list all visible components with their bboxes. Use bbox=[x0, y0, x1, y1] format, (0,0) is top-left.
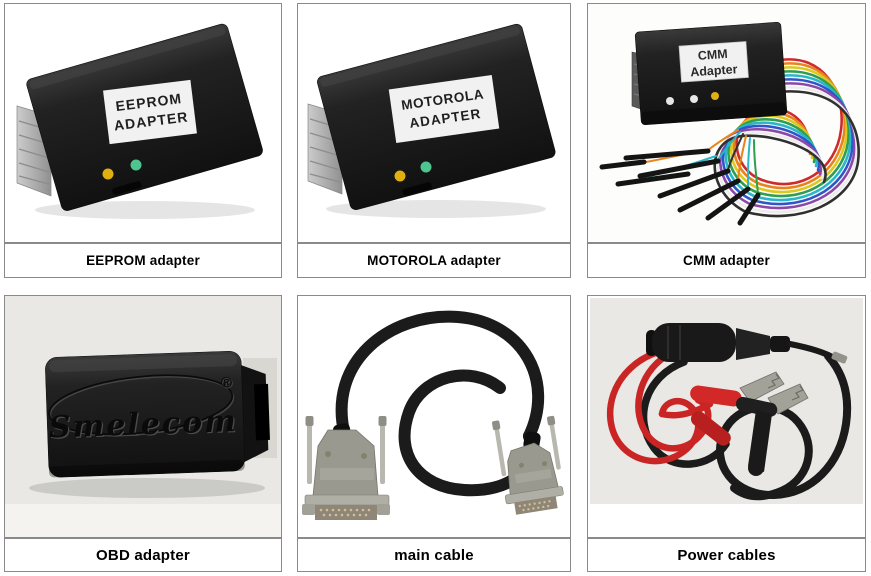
logo-swoosh bbox=[48, 374, 235, 437]
red-alligator-clip-icon bbox=[690, 371, 785, 446]
black-cable bbox=[639, 352, 852, 501]
registered-mark-highlight: ® bbox=[222, 375, 234, 392]
product-photo-obd-adapter: Smelecom Smelecom ® ® bbox=[4, 295, 282, 538]
product-card-motorola-adapter: MOTOROLA ADAPTER MOTOROLA adapter bbox=[297, 3, 571, 278]
caption-text: main cable bbox=[394, 546, 474, 564]
caption-text: CMM adapter bbox=[683, 253, 770, 268]
device-label: MOTOROLA ADAPTER bbox=[388, 75, 500, 143]
led-yellow bbox=[102, 168, 114, 180]
db15-connector-icon bbox=[492, 415, 564, 515]
led-yellow bbox=[394, 170, 406, 182]
product-caption: MOTOROLA adapter bbox=[297, 243, 571, 278]
product-card-cmm-adapter: CMM Adapter CMM adapter bbox=[587, 3, 866, 278]
product-photo-eeprom-adapter: EEPROM ADAPTER bbox=[4, 3, 282, 243]
cmm-adapter-illustration: CMM Adapter bbox=[588, 4, 865, 242]
brand-emboss-highlight: Smelecom bbox=[50, 405, 240, 447]
probe-leads bbox=[599, 129, 761, 226]
led-yellow bbox=[711, 92, 719, 100]
product-photo-power-cables bbox=[587, 295, 866, 538]
product-card-main-cable: main cable bbox=[297, 295, 571, 572]
product-card-obd-adapter: Smelecom Smelecom ® ® OBD adapter bbox=[4, 295, 282, 572]
brand-text: Smelecom bbox=[48, 404, 238, 446]
red-cable bbox=[606, 348, 714, 465]
product-photo-main-cable bbox=[297, 295, 571, 538]
product-card-power-cables: Power cables bbox=[587, 295, 866, 572]
caption-text: EEPROM adapter bbox=[86, 253, 200, 268]
motorola-adapter-illustration: MOTOROLA ADAPTER bbox=[307, 23, 556, 218]
device-body: CMM Adapter bbox=[634, 21, 788, 126]
led-green bbox=[420, 161, 432, 173]
product-card-eeprom-adapter: EEPROM ADAPTER EEPROM adapter bbox=[4, 3, 282, 278]
device-shadow bbox=[35, 201, 255, 219]
caption-text: MOTOROLA adapter bbox=[367, 253, 501, 268]
product-photo-cmm-adapter: CMM Adapter bbox=[587, 3, 866, 243]
device-label bbox=[678, 41, 749, 83]
registered-mark: ® bbox=[221, 374, 233, 391]
metal-tip bbox=[831, 351, 848, 364]
black-alligator-clip-icon bbox=[735, 383, 809, 476]
obd-adapter-illustration: Smelecom Smelecom ® ® bbox=[5, 296, 281, 537]
product-caption: EEPROM adapter bbox=[4, 243, 282, 278]
eeprom-adapter-illustration: EEPROM ADAPTER bbox=[16, 23, 263, 219]
device-label: EEPROM ADAPTER bbox=[103, 79, 197, 145]
cigarette-plug-icon bbox=[646, 323, 848, 364]
main-cable-illustration bbox=[302, 310, 564, 520]
device-shadow bbox=[326, 200, 546, 218]
led-white-2 bbox=[690, 95, 698, 103]
product-caption: Power cables bbox=[587, 538, 866, 572]
caption-text: OBD adapter bbox=[96, 546, 190, 564]
caption-text: Power cables bbox=[677, 546, 776, 564]
product-photo-motorola-adapter: MOTOROLA ADAPTER bbox=[297, 3, 571, 243]
device-shadow bbox=[29, 478, 265, 498]
led-white-1 bbox=[666, 97, 674, 105]
photo-background-lower bbox=[5, 504, 281, 537]
device-body: Smelecom Smelecom ® ® bbox=[45, 350, 270, 478]
led-green bbox=[130, 159, 142, 171]
device-label-line2: Adapter bbox=[690, 62, 738, 79]
product-caption: main cable bbox=[297, 538, 571, 572]
product-caption: OBD adapter bbox=[4, 538, 282, 572]
product-caption: CMM adapter bbox=[587, 243, 866, 278]
power-cables-illustration bbox=[588, 296, 865, 537]
device-label-line1: CMM bbox=[697, 47, 728, 63]
db25-connector-icon bbox=[302, 416, 390, 520]
